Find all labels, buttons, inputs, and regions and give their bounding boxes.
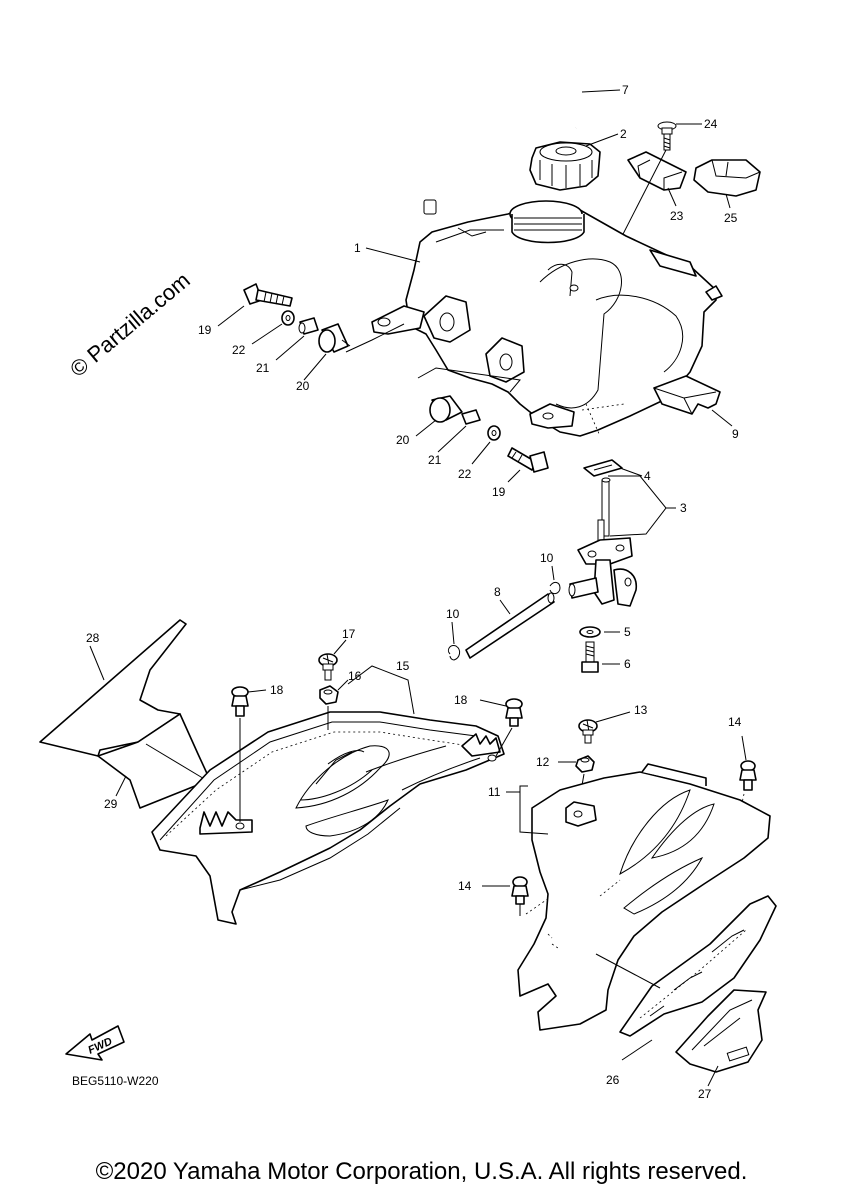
part-23-bracket[interactable] [627, 151, 687, 191]
part-20-damper-upper[interactable] [318, 323, 351, 353]
callout-8: 8 [494, 585, 501, 599]
callout-20-upper: 20 [296, 379, 310, 393]
part-11-side-cover-right[interactable] [517, 763, 771, 1031]
part-22-washer-upper[interactable] [281, 310, 295, 326]
callout-14-upper: 14 [728, 715, 742, 729]
callout-18-left: 18 [270, 683, 284, 697]
callout-24: 24 [704, 117, 718, 131]
part-28-graphic[interactable] [39, 619, 187, 757]
part-16-collar[interactable] [319, 685, 339, 705]
drawing-code: BEG5110-W220 [72, 1074, 159, 1088]
part-4-gasket[interactable] [583, 459, 623, 477]
callout-3: 3 [680, 501, 687, 515]
copyright-notice: ©2020 Yamaha Motor Corporation, U.S.A. A… [95, 1158, 748, 1185]
callout-9: 9 [732, 427, 739, 441]
fwd-arrow-icon: FWD [65, 1025, 125, 1061]
part-27-graphic[interactable] [675, 989, 767, 1073]
callout-23: 23 [670, 209, 684, 223]
callout-15: 15 [396, 659, 410, 673]
part-18-clip-right[interactable] [505, 698, 523, 727]
callout-5: 5 [624, 625, 631, 639]
callout-29: 29 [104, 797, 118, 811]
part-9-damper[interactable] [653, 375, 721, 415]
part-10-clip-lower[interactable] [447, 645, 461, 661]
part-21-collar-upper[interactable] [298, 317, 319, 335]
part-8-fuel-hose[interactable] [465, 592, 555, 659]
part-10-clip-upper[interactable] [549, 581, 561, 595]
part-6-screw[interactable] [581, 641, 599, 673]
callout-7: 7 [622, 83, 629, 97]
part-7-breather-hose[interactable] [423, 75, 583, 215]
callout-27: 27 [698, 1087, 712, 1101]
callout-18-right: 18 [454, 693, 468, 707]
part-29-graphic[interactable] [97, 713, 211, 809]
part-19-bolt-lower[interactable] [507, 447, 549, 473]
part-2-fuel-cap[interactable] [529, 141, 601, 191]
callout-17: 17 [342, 627, 356, 641]
callout-2: 2 [620, 127, 627, 141]
callout-22-upper: 22 [232, 343, 246, 357]
part-21-collar-lower[interactable] [461, 409, 481, 425]
callout-12: 12 [536, 755, 550, 769]
part-18-clip-left[interactable] [231, 686, 249, 717]
part-1-fuel-tank[interactable] [371, 200, 723, 437]
callout-19-upper: 19 [198, 323, 212, 337]
callout-13: 13 [634, 703, 648, 717]
callout-11: 11 [488, 785, 501, 799]
callout-28: 28 [86, 631, 100, 645]
part-14-clip-upper[interactable] [739, 760, 757, 791]
part-19-bolt-upper[interactable] [243, 283, 293, 307]
watermark: © Partzilla.com [65, 267, 195, 381]
part-25-band[interactable] [693, 159, 761, 197]
callout-21-lower: 21 [428, 453, 442, 467]
callout-6: 6 [624, 657, 631, 671]
part-24-screw[interactable] [657, 121, 677, 151]
part-13-screw[interactable] [578, 719, 598, 744]
callout-10-lower: 10 [446, 607, 460, 621]
part-3-fuel-cock[interactable] [568, 477, 638, 607]
callout-1: 1 [354, 241, 361, 255]
callout-4: 4 [644, 469, 651, 483]
callout-19-lower: 19 [492, 485, 506, 499]
callout-26: 26 [606, 1073, 620, 1087]
part-17-screw[interactable] [318, 653, 338, 681]
callout-16: 16 [348, 669, 362, 683]
callout-20-lower: 20 [396, 433, 410, 447]
callout-labels: 7 2 24 23 25 1 19 22 21 20 9 20 21 22 19… [86, 83, 742, 1101]
callout-14-lower: 14 [458, 879, 472, 893]
part-22-washer-lower[interactable] [487, 425, 501, 441]
callout-21-upper: 21 [256, 361, 270, 375]
callout-22-lower: 22 [458, 467, 472, 481]
callout-25: 25 [724, 211, 738, 225]
part-5-washer[interactable] [579, 626, 601, 638]
part-20-damper-lower[interactable] [429, 395, 463, 423]
callout-10-upper: 10 [540, 551, 554, 565]
part-14-clip-lower[interactable] [511, 876, 529, 916]
part-15-side-cover-left[interactable] [151, 711, 505, 925]
part-26-graphic[interactable] [619, 895, 777, 1037]
part-12-collar[interactable] [575, 755, 595, 773]
